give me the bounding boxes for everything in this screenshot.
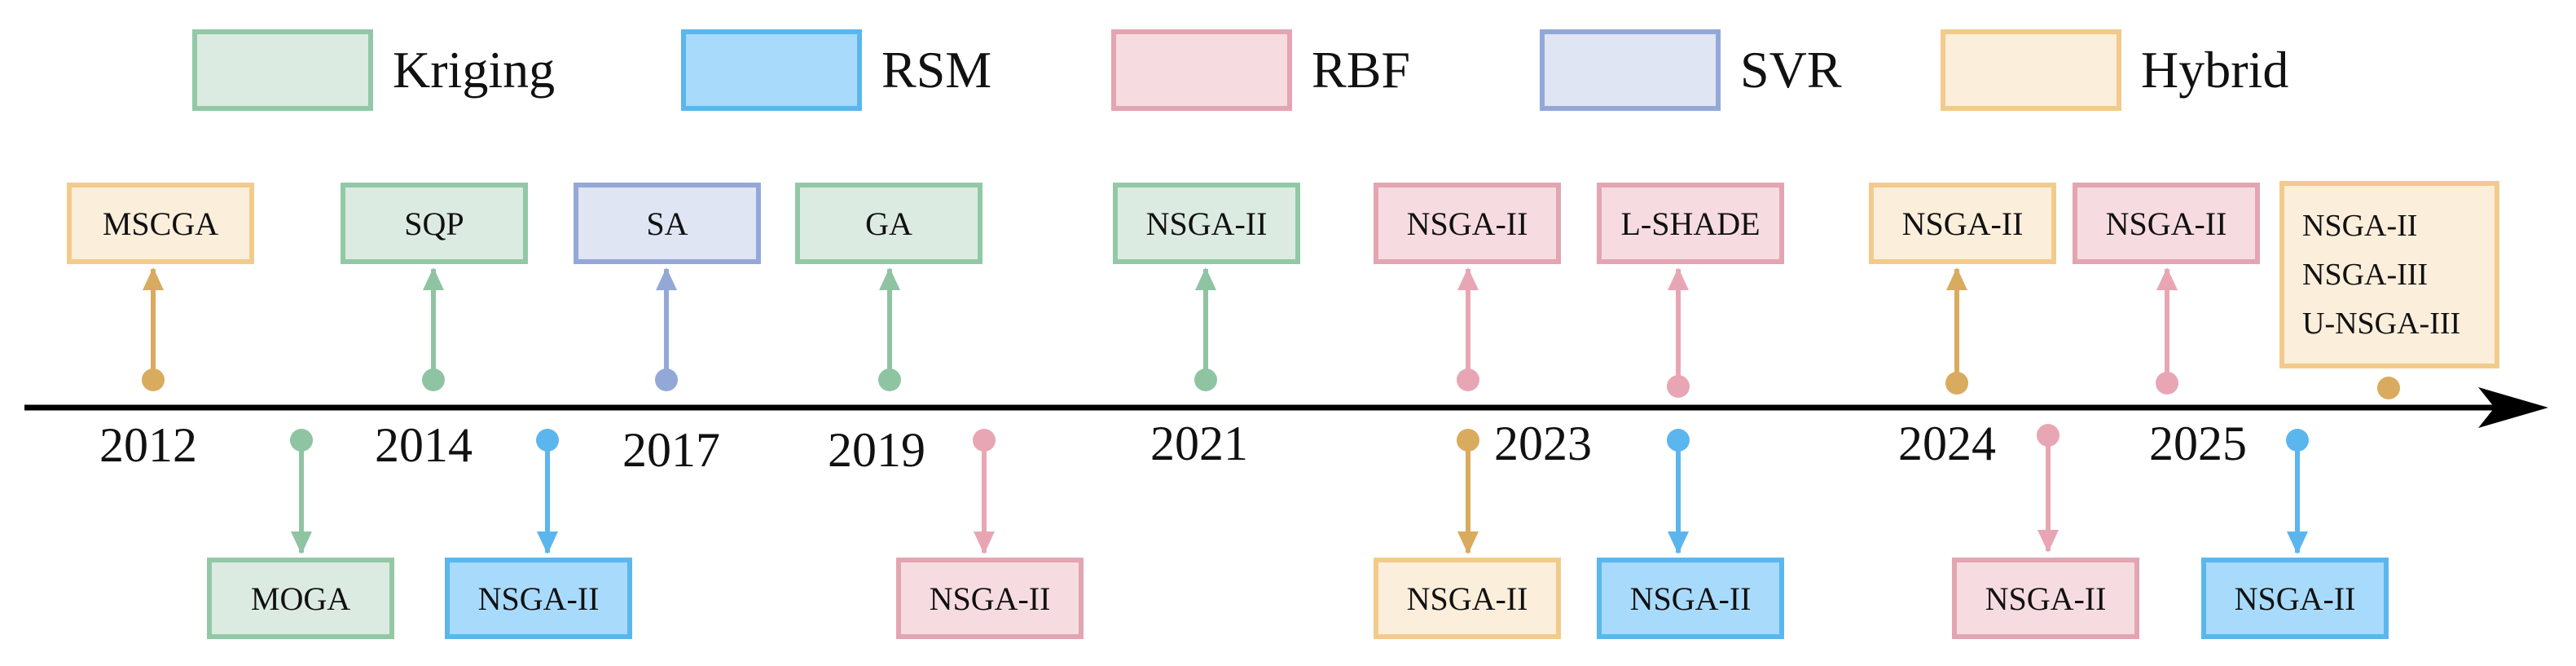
method-label: GA: [865, 205, 912, 242]
connector-dot-above-5: [1457, 368, 1479, 391]
method-label: NSGA-II: [1145, 205, 1268, 242]
connector-dot-below-1: [536, 429, 559, 452]
legend-label-kriging: Kriging: [393, 41, 556, 99]
year-label-2024: 2024: [1898, 417, 1996, 470]
connector-dot-above-4: [1194, 368, 1217, 391]
method-box-nsga2-2019-rbf: NSGA-II: [896, 558, 1084, 639]
method-box-nsga-variants: NSGA-II NSGA-III U-NSGA-III: [2279, 181, 2499, 368]
method-label: NSGA-II: [2105, 205, 2227, 242]
method-box-sqp: SQP: [341, 183, 528, 264]
connector-dot-below-2: [973, 429, 996, 452]
method-label: SQP: [404, 205, 464, 242]
year-label-2012: 2012: [99, 418, 197, 472]
connector-dot-below-3: [1457, 429, 1479, 452]
year-label-2017: 2017: [622, 423, 720, 477]
legend-label-hybrid: Hybrid: [2141, 41, 2289, 99]
method-box-nsga2-2025-rsm: NSGA-II: [2201, 558, 2389, 639]
event-connectors: [142, 267, 2400, 554]
year-label-2014: 2014: [375, 418, 473, 472]
year-label-2021: 2021: [1150, 417, 1248, 470]
connector-dot-above-3: [878, 368, 901, 391]
legend-label-svr: SVR: [1740, 41, 1842, 99]
legend-label-rbf: RBF: [1312, 41, 1410, 99]
legend-swatch-hybrid: [1941, 29, 2121, 111]
method-label: MOGA: [250, 580, 351, 617]
connector-dot-below-0: [290, 429, 313, 452]
connector-dot-below-5: [2037, 424, 2059, 447]
method-box-mscga: MSCGA: [67, 183, 254, 264]
legend-swatch-svr: [1540, 29, 1721, 111]
method-box-nsga2-2021: NSGA-II: [1113, 183, 1300, 264]
method-box-nsga2-2024-rbf-below: NSGA-II: [1952, 558, 2139, 639]
year-label-2019: 2019: [828, 423, 925, 477]
connector-dot-above-9: [2377, 377, 2400, 399]
connector-dot-above-0: [142, 368, 165, 391]
method-label: SA: [646, 205, 688, 242]
method-box-ga: GA: [795, 183, 982, 264]
connector-dot-above-1: [422, 368, 445, 391]
method-box-nsga2-2014-rsm: NSGA-II: [445, 558, 632, 639]
year-label-2023: 2023: [1494, 417, 1592, 470]
connector-dot-above-7: [1945, 372, 1968, 395]
method-label: NSGA-II: [477, 580, 600, 617]
connector-dot-above-2: [655, 368, 678, 391]
method-label: NSGA-II: [1406, 580, 1528, 617]
method-label: NSGA-II: [929, 580, 1051, 617]
method-box-moga: MOGA: [207, 558, 394, 639]
connector-dot-below-6: [2286, 429, 2309, 452]
year-label-2025: 2025: [2149, 417, 2247, 470]
method-box-nsga2-2023-rbf: NSGA-II: [1374, 183, 1561, 264]
connector-dot-above-8: [2156, 372, 2178, 395]
method-box-lshade: L-SHADE: [1597, 183, 1784, 264]
method-label: NSGA-II: [1901, 205, 2024, 242]
timeline-arrowhead: [2478, 387, 2548, 428]
method-label: NSGA-II: [1629, 580, 1752, 617]
method-label: NSGA-II: [2234, 580, 2356, 617]
method-box-nsga2-2024-hybrid: NSGA-II: [1869, 183, 2056, 264]
method-label: NSGA-II: [2302, 209, 2418, 243]
legend-swatch-rbf: [1111, 29, 1292, 111]
method-label: L-SHADE: [1620, 205, 1761, 242]
method-box-nsga2-2023-rsm: NSGA-II: [1597, 558, 1784, 639]
method-label: NSGA-II: [1406, 205, 1528, 242]
method-box-nsga2-2023-hybrid: NSGA-II: [1374, 558, 1561, 639]
legend-label-rsm: RSM: [881, 41, 992, 99]
connector-dot-above-6: [1667, 375, 1690, 398]
method-label: NSGA-II: [1985, 580, 2107, 617]
legend-swatch-rsm: [681, 29, 862, 111]
method-label: U-NSGA-III: [2302, 307, 2461, 341]
legend-swatch-kriging: [192, 29, 373, 111]
method-box-nsga2-2024-rbf: NSGA-II: [2073, 183, 2260, 264]
method-box-sa: SA: [574, 183, 761, 264]
connector-dot-below-4: [1667, 429, 1690, 452]
method-label: NSGA-III: [2302, 258, 2429, 292]
method-label: MSCGA: [102, 205, 219, 242]
